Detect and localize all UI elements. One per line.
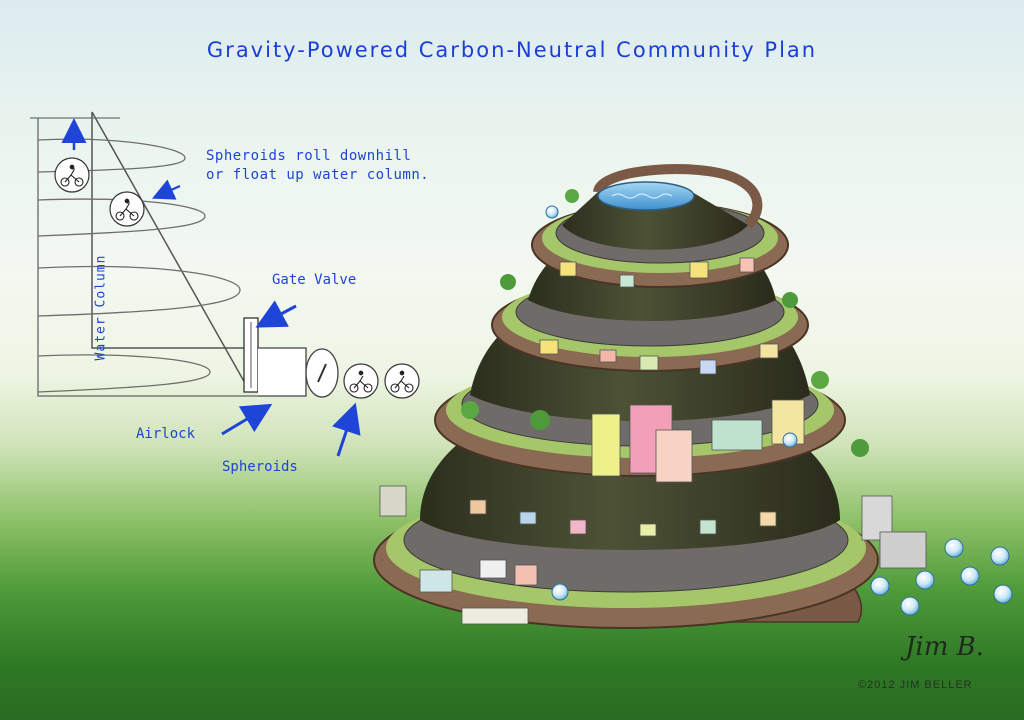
spheroid-icon xyxy=(782,432,798,448)
house-icon xyxy=(539,339,559,355)
spheroid-rider xyxy=(343,363,379,399)
house-icon xyxy=(569,519,587,535)
house-icon xyxy=(639,523,657,537)
house-icon xyxy=(699,359,717,375)
tree-icon xyxy=(811,371,829,389)
spheroid-icon xyxy=(990,546,1010,566)
spheroid-icon xyxy=(915,570,935,590)
house-icon xyxy=(599,349,617,363)
spheroid-icon xyxy=(545,205,559,219)
house-icon xyxy=(655,429,693,483)
trees xyxy=(461,189,869,457)
house-icon xyxy=(461,607,529,625)
house-icon xyxy=(879,531,927,569)
water-column-schematic xyxy=(30,111,258,397)
tree-icon xyxy=(565,189,579,203)
house-icon xyxy=(519,511,537,525)
tree-icon xyxy=(461,401,479,419)
tree-icon xyxy=(851,439,869,457)
water-column-label: Water Column xyxy=(93,254,109,361)
house-icon xyxy=(759,343,779,359)
house-icon xyxy=(639,355,659,371)
spheroids-label: Spheroids xyxy=(222,459,298,475)
spheroid-icon xyxy=(944,538,964,558)
house-icon xyxy=(689,261,709,279)
airlock xyxy=(305,348,339,398)
tree-icon xyxy=(782,292,798,308)
house-icon xyxy=(559,261,577,277)
village-houses xyxy=(379,257,927,625)
tree-icon xyxy=(500,274,516,290)
spheroid-note: Spheroids roll downhill or float up wate… xyxy=(206,147,429,185)
spheroid-icon xyxy=(870,576,890,596)
spheroid-rider xyxy=(109,191,145,227)
copyright-notice: ©2012 JIM BELLER xyxy=(858,679,973,691)
spheroid-icon xyxy=(551,583,569,601)
house-icon xyxy=(759,511,777,527)
house-icon xyxy=(419,569,453,593)
house-icon xyxy=(591,413,621,477)
spheroid-note-line2: or float up water column. xyxy=(206,167,430,183)
house-icon xyxy=(469,499,487,515)
airlock-label: Airlock xyxy=(136,426,196,442)
bicycle-icon xyxy=(60,164,84,187)
bicycle-icon xyxy=(349,370,373,393)
house-icon xyxy=(739,257,755,273)
bicycle-icon xyxy=(115,198,139,221)
house-icon xyxy=(514,564,538,586)
gate-valve-label: Gate Valve xyxy=(272,272,357,288)
rolling-spheroids xyxy=(545,205,1013,616)
spheroid-rider xyxy=(384,363,420,399)
spheroid-icon xyxy=(960,566,980,586)
airlock-arrow-icon xyxy=(221,403,273,436)
spheroid-rider xyxy=(54,157,90,193)
spiral-mound xyxy=(373,164,879,629)
house-icon xyxy=(711,419,763,451)
tree-icon xyxy=(530,410,550,430)
spheroid-icon xyxy=(900,596,920,616)
house-icon xyxy=(699,519,717,535)
artist-signature: Jim B. xyxy=(905,632,985,662)
gate-valve xyxy=(243,317,307,397)
diagram-title: Gravity-Powered Carbon-Neutral Community… xyxy=(206,38,818,62)
spheroid-note-line1: Spheroids roll downhill xyxy=(206,148,412,164)
pointer-arrow-icon xyxy=(151,179,181,200)
house-icon xyxy=(619,274,635,288)
spheroid-icon xyxy=(993,584,1013,604)
water-pool-icon xyxy=(597,181,695,211)
gate-valve-arrow-icon xyxy=(255,300,297,328)
bicycle-icon xyxy=(390,370,414,393)
house-icon xyxy=(379,485,407,517)
house-icon xyxy=(479,559,507,579)
spheroids-arrow-icon xyxy=(332,402,361,457)
